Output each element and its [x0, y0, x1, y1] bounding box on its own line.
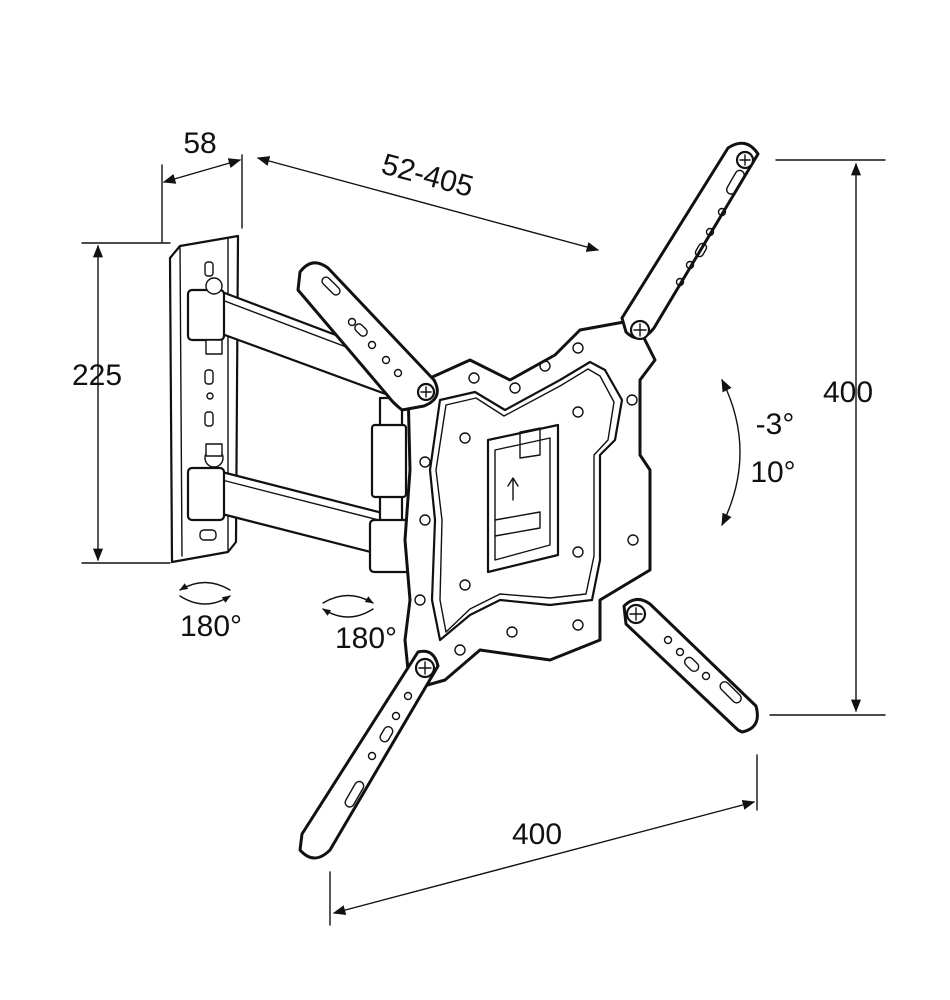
hinge-nut [205, 443, 223, 457]
middle-joint-collar [370, 423, 408, 499]
up-arrow-icon [507, 477, 519, 501]
extension-label: 52-405 [378, 148, 477, 204]
vesa-arm-lower-right [622, 598, 759, 734]
plate-holes [414, 342, 639, 656]
vesa-height-label: 400 [823, 376, 873, 409]
arm-slot [719, 681, 742, 704]
vesa-width-label: 400 [512, 818, 562, 851]
vesa-plate [403, 318, 657, 692]
extension-dimension-line [256, 156, 600, 252]
hinge-bolt [205, 277, 223, 295]
tilt-arrow-icon [721, 378, 741, 527]
plate-slot [199, 529, 217, 541]
swing-arms [186, 277, 416, 574]
arm-slot [725, 169, 745, 195]
center-bracket [486, 423, 560, 574]
arm-slot [321, 276, 341, 296]
depth-dimension-line [162, 158, 242, 184]
arm-slot [379, 726, 394, 743]
swivel-arm-label: 180° [335, 622, 397, 655]
depth-label: 58 [183, 127, 216, 160]
upper-hinge [186, 288, 226, 342]
arm-slot [344, 780, 365, 808]
screw-icon [625, 603, 647, 625]
rotation-arrow-icon [179, 581, 231, 605]
tilt-down-label: 10° [750, 456, 795, 489]
arm-slot [694, 242, 708, 258]
tilt-up-label: -3° [756, 408, 795, 441]
vesa-width-dimension-line [332, 800, 756, 915]
plate-hole [206, 392, 214, 400]
vesa-arm-lower-left [298, 649, 440, 860]
lower-hinge [186, 466, 226, 522]
swivel-wall-label: 180° [180, 610, 242, 643]
screw-icon [629, 319, 651, 341]
screw-icon [416, 382, 436, 402]
rotation-arrow-icon [322, 594, 374, 618]
plate-height-label: 225 [72, 359, 122, 392]
screw-icon [735, 150, 755, 170]
screw-icon [414, 657, 436, 679]
plate-slot [204, 369, 214, 385]
arm-slot [683, 656, 700, 673]
vesa-arm-upper-right [620, 141, 760, 341]
dimension-lines [81, 154, 886, 926]
hinge-nut [205, 339, 223, 355]
plate-slot [204, 411, 214, 427]
vesa-arm-upper-left [296, 261, 439, 412]
arm-slot [354, 323, 368, 337]
plate-slot [204, 261, 214, 277]
